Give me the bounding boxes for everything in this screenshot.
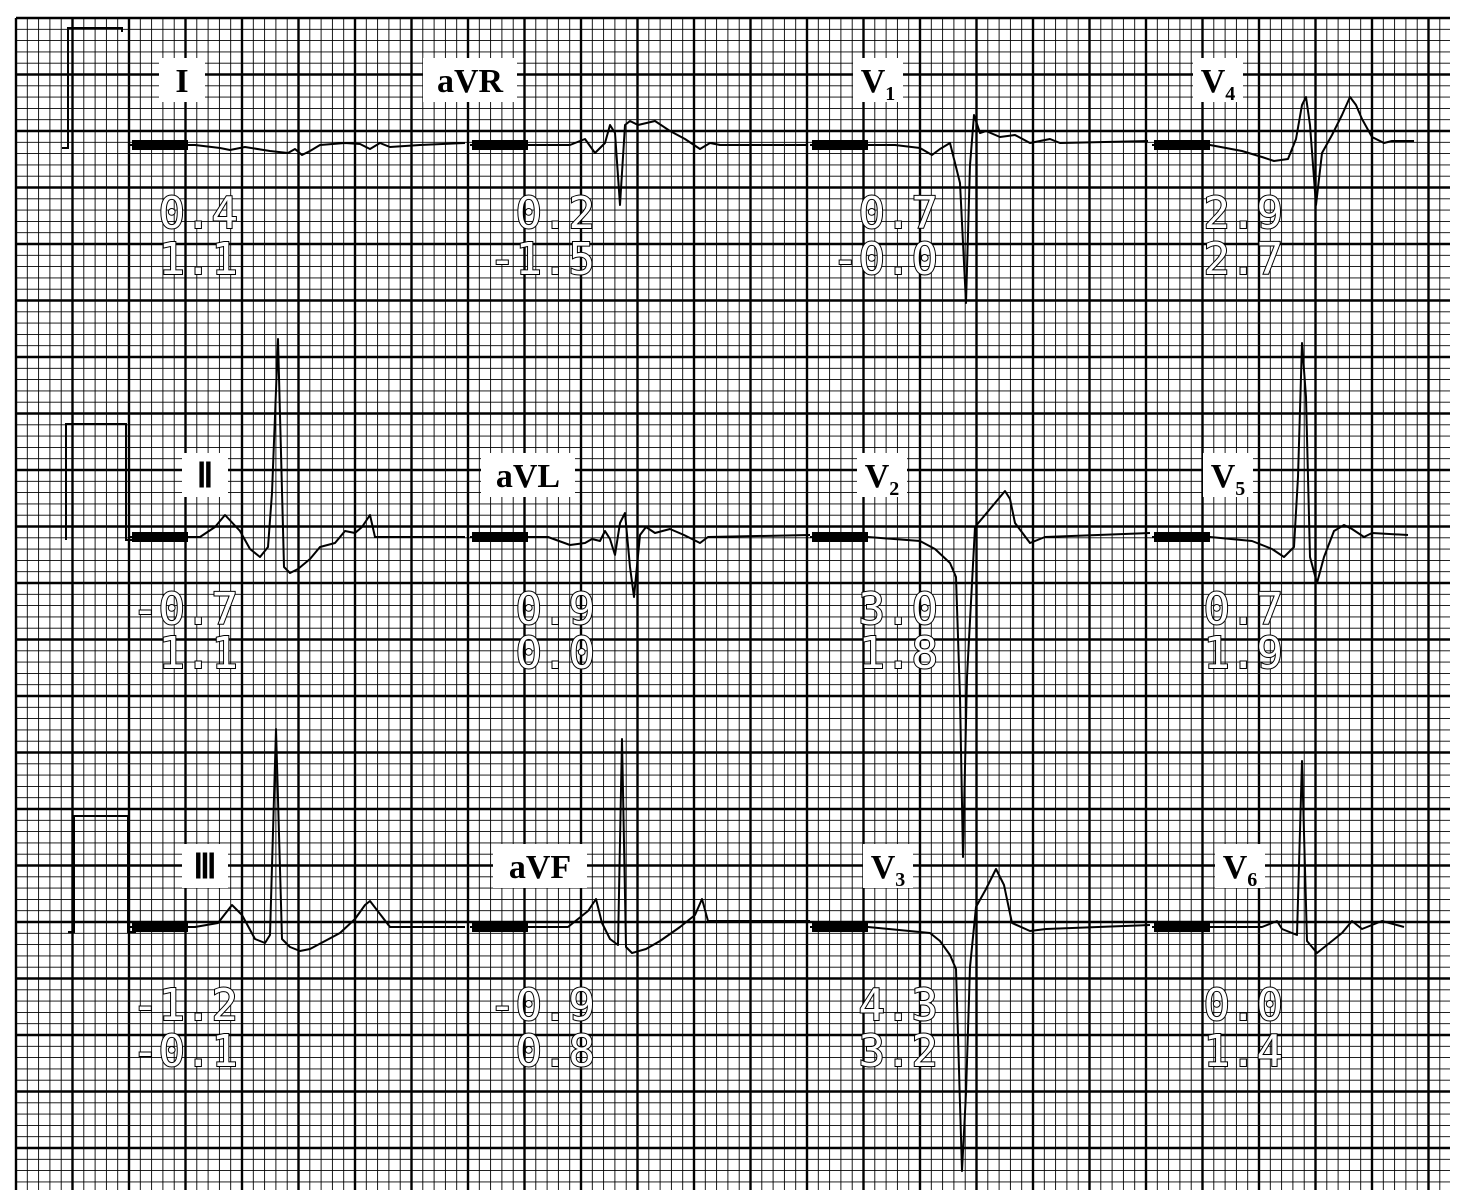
calibration-pulse bbox=[62, 27, 123, 149]
lead-I-value: 0.4 bbox=[159, 188, 238, 239]
lead-aVR-label: aVR bbox=[437, 63, 504, 100]
lead-label-backdrop bbox=[863, 844, 913, 888]
lead-V3-trace bbox=[810, 868, 1151, 1172]
calibration-pulses bbox=[62, 27, 136, 933]
lead-aVR-value: -1.5 bbox=[489, 234, 595, 285]
lead-V2-value: 3.0 bbox=[859, 584, 938, 635]
lead-I-label: I bbox=[175, 63, 188, 100]
lead-II-value: 1.1 bbox=[159, 628, 238, 679]
lead-V4-label: V4 bbox=[1201, 63, 1236, 105]
lead-V2-trace bbox=[810, 490, 1151, 858]
grid-paper bbox=[14, 16, 1450, 1190]
lead-V6-trace bbox=[1152, 760, 1405, 954]
lead-label-backdrop bbox=[1215, 844, 1265, 888]
lead-III-value: -0.1 bbox=[132, 1026, 238, 1077]
lead-label-backdrop bbox=[182, 453, 228, 497]
lead-V4-value: 2.9 bbox=[1204, 188, 1283, 239]
lead-label-backdrop bbox=[159, 58, 205, 102]
lead-III-label: Ⅲ bbox=[193, 849, 216, 886]
lead-V6-label: V6 bbox=[1223, 849, 1258, 891]
lead-V3-value: 3.2 bbox=[859, 1026, 938, 1077]
lead-aVR-trace bbox=[470, 120, 806, 206]
calibration-pulse bbox=[68, 815, 136, 933]
lead-label-backdrop bbox=[853, 58, 903, 102]
lead-I-value: 1.1 bbox=[159, 234, 238, 285]
lead-label-backdrop bbox=[182, 844, 228, 888]
lead-V1-label: V1 bbox=[861, 63, 896, 105]
lead-aVF-trace bbox=[470, 738, 810, 954]
lead-aVF-value: 0.8 bbox=[516, 1026, 595, 1077]
lead-V5-value: 1.9 bbox=[1204, 628, 1283, 679]
lead-aVL-value: 0.0 bbox=[516, 628, 595, 679]
lead-label-backdrop bbox=[493, 844, 587, 888]
lead-V2-value: 1.8 bbox=[859, 628, 938, 679]
lead-V5-label: V5 bbox=[1211, 458, 1246, 500]
lead-aVR-value: 0.2 bbox=[516, 188, 595, 239]
lead-V3-label: V3 bbox=[871, 849, 906, 891]
lead-III-value: -1.2 bbox=[132, 980, 238, 1031]
lead-V1-value: -0.0 bbox=[832, 234, 938, 285]
lead-V3-value: 4.3 bbox=[859, 980, 938, 1031]
lead-aVF-label: aVF bbox=[509, 849, 571, 886]
lead-label-backdrop bbox=[1193, 58, 1243, 102]
calibration-pulse bbox=[65, 423, 134, 541]
lead-V5-value: 0.7 bbox=[1204, 584, 1283, 635]
lead-V4-trace bbox=[1152, 96, 1414, 206]
lead-label-backdrop bbox=[481, 453, 575, 497]
lead-values: 0.41.10.2-1.50.7-0.02.92.7-0.71.10.90.03… bbox=[131, 187, 1284, 1078]
lead-V5-trace bbox=[1152, 342, 1409, 584]
lead-V6-value: 0.0 bbox=[1204, 980, 1283, 1031]
lead-II-value: -0.7 bbox=[132, 584, 238, 635]
lead-III-trace bbox=[130, 728, 465, 952]
lead-V4-value: 2.7 bbox=[1204, 234, 1283, 285]
lead-V1-value: 0.7 bbox=[859, 188, 938, 239]
lead-II-label: Ⅱ bbox=[197, 458, 214, 495]
lead-V2-label: V2 bbox=[865, 458, 900, 500]
lead-aVF-value: -0.9 bbox=[489, 980, 595, 1031]
lead-II-trace bbox=[130, 338, 465, 574]
lead-V6-value: 1.4 bbox=[1204, 1026, 1283, 1077]
lead-label-backdrop bbox=[1203, 453, 1253, 497]
lead-label-backdrop bbox=[857, 453, 907, 497]
lead-V1-trace bbox=[810, 114, 1149, 304]
ecg-traces bbox=[130, 96, 1414, 1172]
lead-label-backdrop bbox=[423, 58, 517, 102]
lead-aVL-label: aVL bbox=[496, 458, 560, 495]
lead-aVL-value: 0.9 bbox=[516, 584, 595, 635]
lead-I-trace bbox=[130, 142, 466, 156]
lead-aVL-trace bbox=[470, 512, 811, 598]
